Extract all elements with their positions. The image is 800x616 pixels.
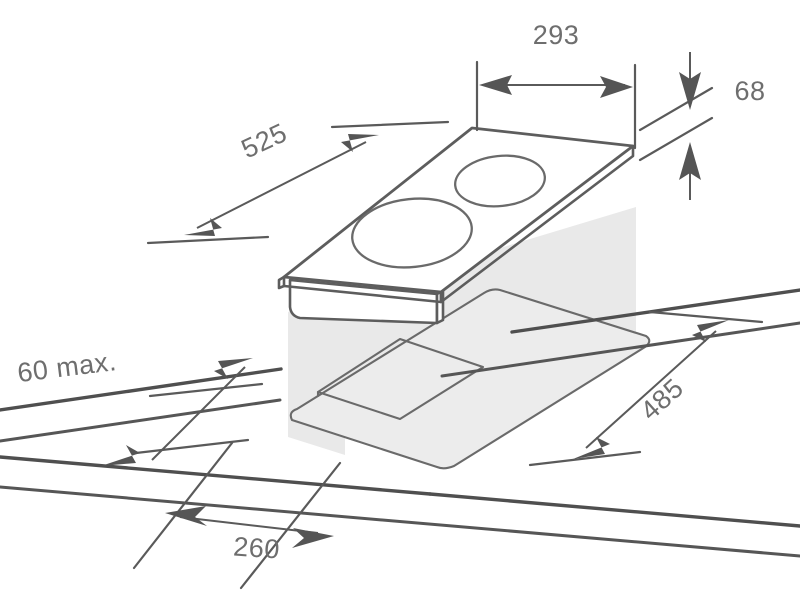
dimension-label-525: 525 <box>237 117 292 164</box>
dimension-label-60-max: 60 max. <box>16 346 118 388</box>
dimension-label-260: 260 <box>232 531 281 564</box>
worktop-surface-lines <box>0 288 800 558</box>
dimension-260: 260 <box>132 441 342 590</box>
burner-rear-small <box>454 154 546 208</box>
cooktop-top-slab <box>277 126 635 304</box>
dimension-68: 68 <box>638 52 765 200</box>
dimension-293: 293 <box>475 20 637 150</box>
dimension-label-485: 485 <box>635 373 690 426</box>
dimension-label-293: 293 <box>533 20 580 50</box>
dimension-label-68: 68 <box>734 76 765 106</box>
burner-front-large <box>351 197 473 269</box>
dimension-60-max: 60 max. <box>16 346 264 466</box>
